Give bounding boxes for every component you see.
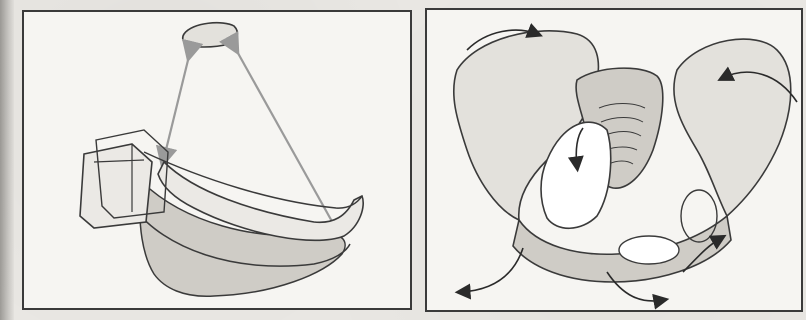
left-illustration xyxy=(24,12,410,308)
double-arrow-icon xyxy=(164,52,190,158)
left-diagram-panel xyxy=(22,10,412,310)
curved-arrow-icon-bottom-left xyxy=(461,248,523,292)
right-diagram-panel xyxy=(425,8,803,312)
obturator-foramen-right xyxy=(619,236,679,264)
long-arrow-icon xyxy=(234,46,339,234)
top-bone-shape xyxy=(183,23,238,47)
pelvis-illustration xyxy=(427,10,801,310)
right-iliac-wing-shape xyxy=(674,39,791,216)
